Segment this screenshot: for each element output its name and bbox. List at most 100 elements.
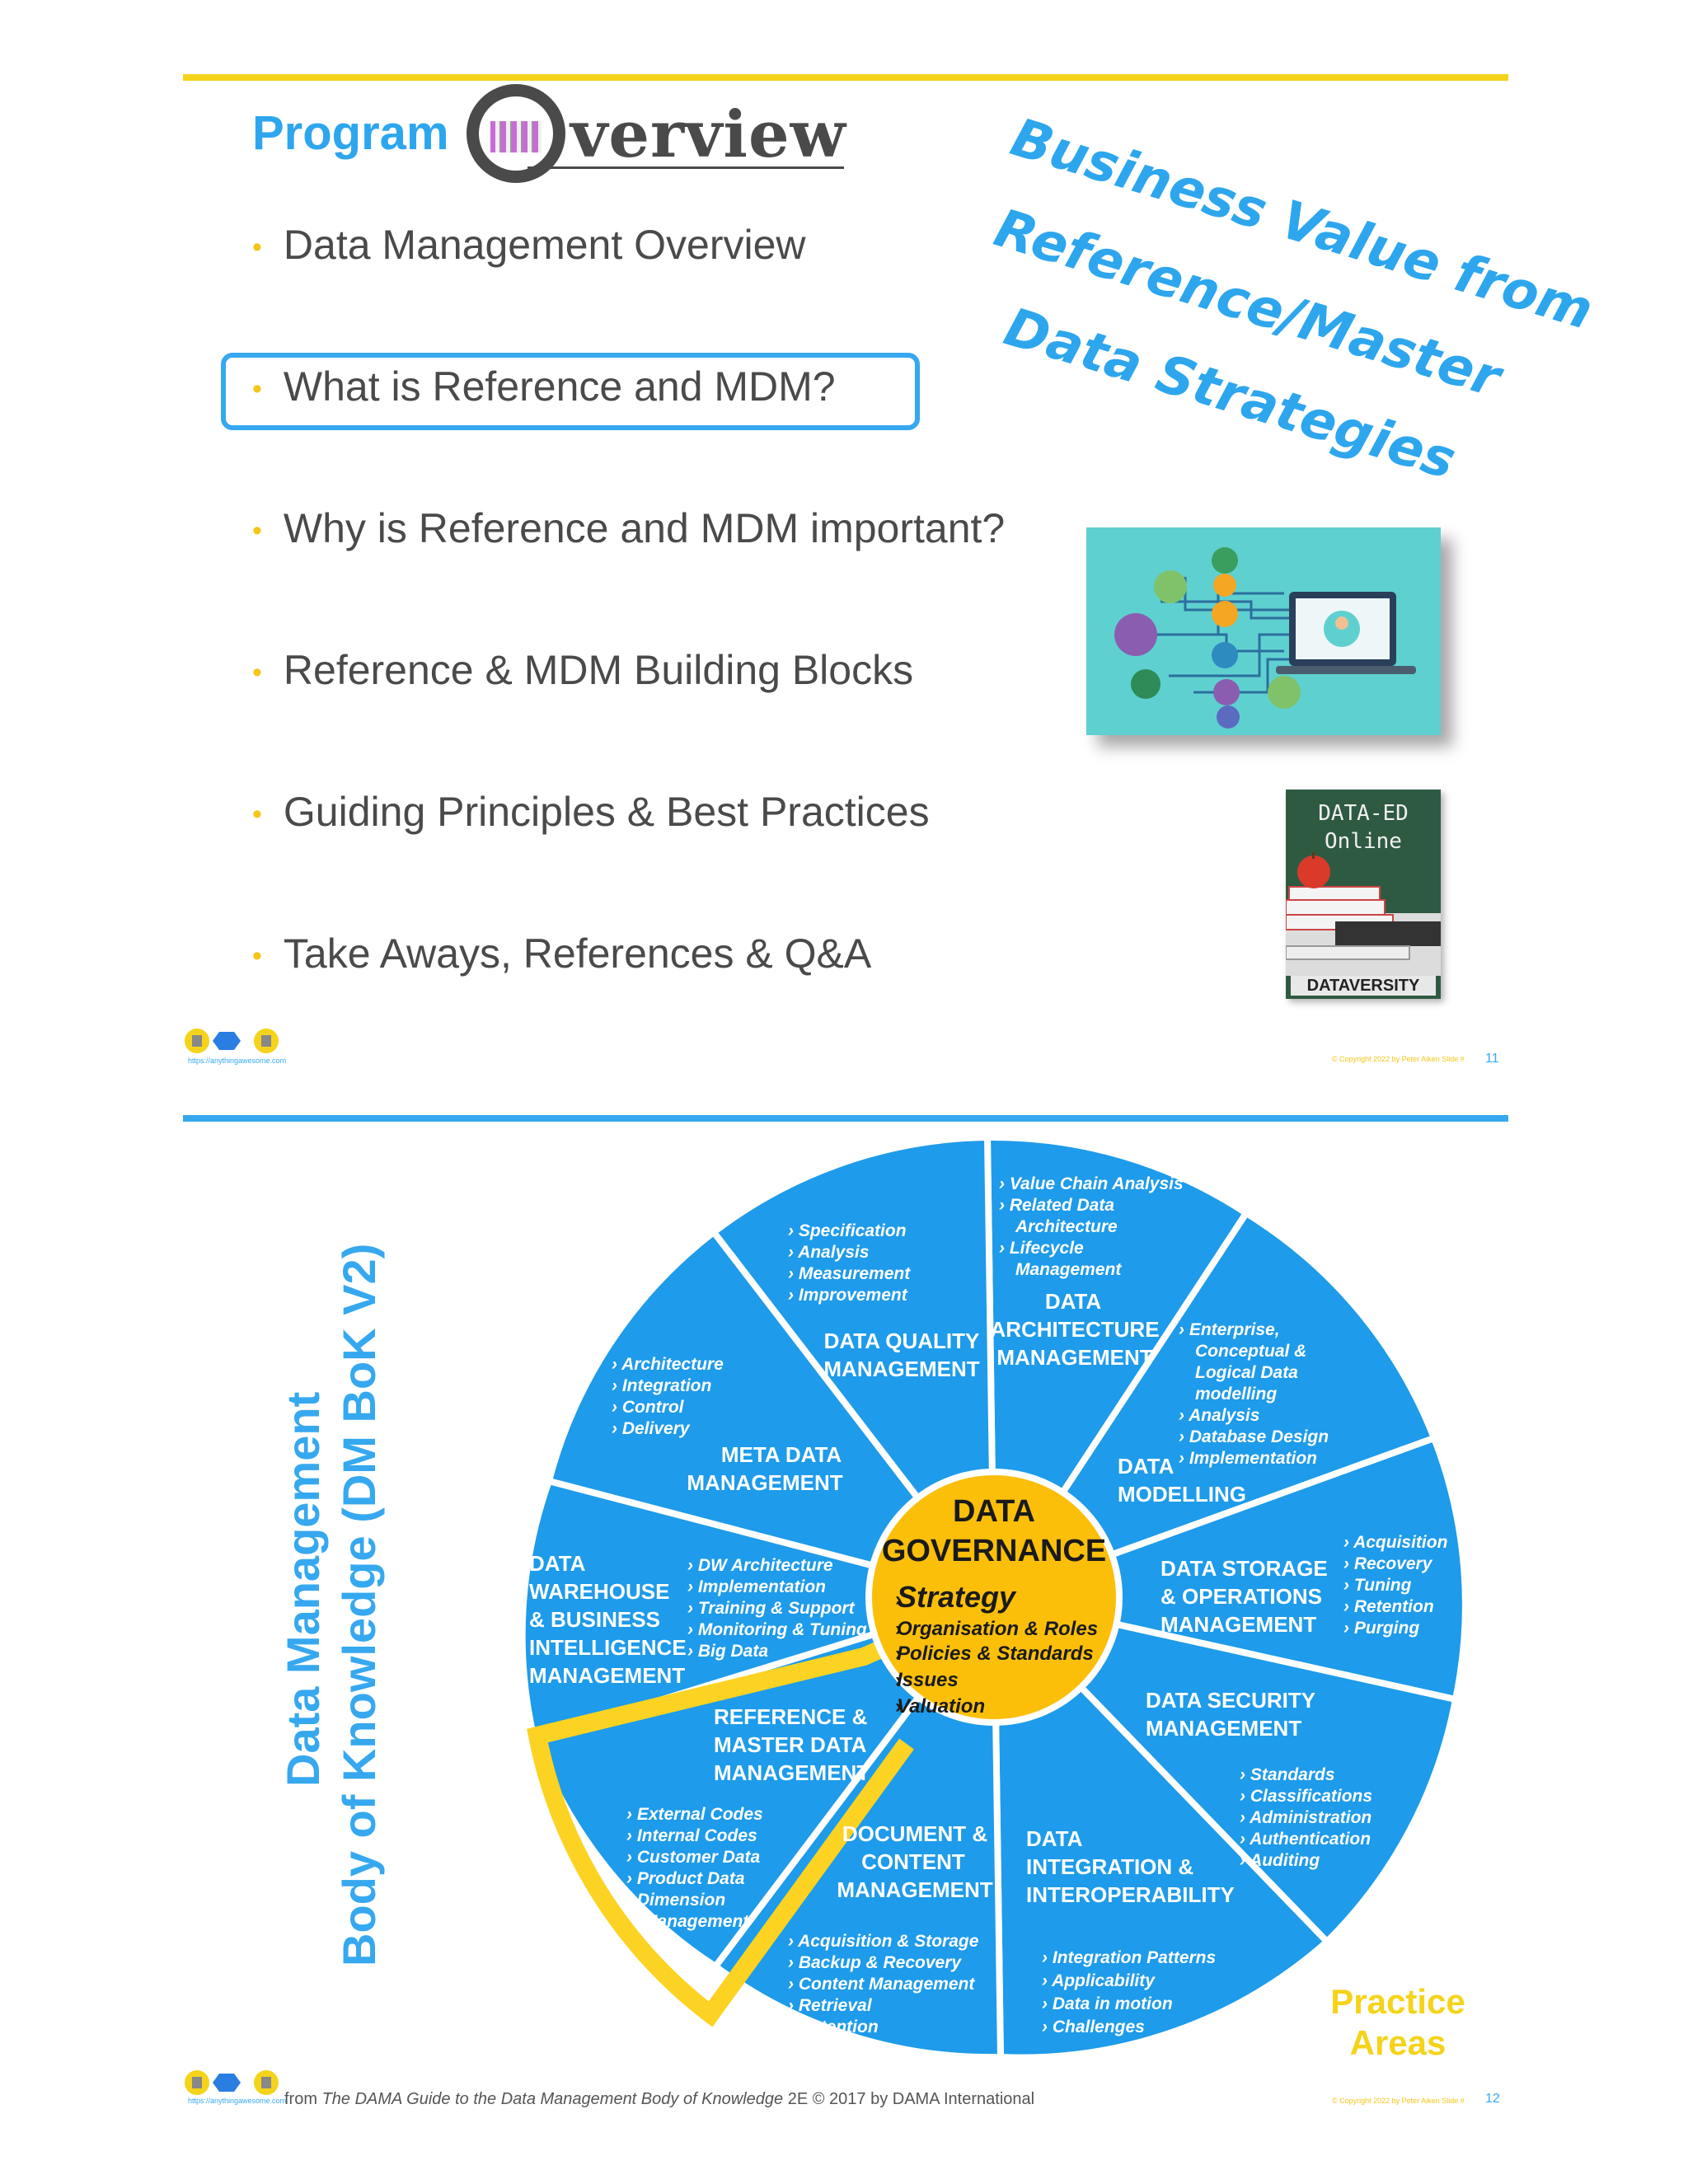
segment-title: INTEROPERABILITY xyxy=(1026,1882,1235,1907)
svg-text:› Enterprise,: › Enterprise, xyxy=(1179,1320,1280,1339)
svg-text:› DW Architecture: › DW Architecture xyxy=(687,1556,833,1575)
segment-item: Standards xyxy=(1250,1765,1335,1784)
svg-text:›: › xyxy=(895,1695,902,1718)
svg-text:› Internal Codes: › Internal Codes xyxy=(626,1826,757,1845)
segment-item: Recovery xyxy=(1354,1554,1433,1573)
svg-text:› Database Design: › Database Design xyxy=(1179,1427,1329,1446)
svg-text:›: › xyxy=(895,1588,902,1610)
title-overview: verview xyxy=(570,97,846,172)
svg-text:› Applicability: › Applicability xyxy=(1042,1971,1156,1990)
segment-item: Training & Support xyxy=(698,1599,856,1618)
segment-title: DATA xyxy=(1026,1826,1083,1851)
segment-item: Improvement xyxy=(799,1286,908,1305)
segment-item: Architecture xyxy=(621,1355,724,1374)
svg-text:› Customer Data: › Customer Data xyxy=(626,1848,761,1867)
segment-item: Database Design xyxy=(1189,1427,1329,1446)
segment-title: INTEGRATION & xyxy=(1026,1854,1193,1879)
segment-item: Retrieval xyxy=(799,1996,873,2015)
center-item: Issues xyxy=(897,1669,959,1691)
svg-text:› Authentication: › Authentication xyxy=(1240,1830,1371,1849)
segment-item: Internal Codes xyxy=(637,1826,757,1845)
svg-text:› Acquisition & Storage: › Acquisition & Storage xyxy=(788,1932,979,1951)
segment-item: Value Chain Analysis xyxy=(1010,1174,1184,1193)
segment-item: Administration xyxy=(1249,1808,1372,1827)
segment-item: Product Data xyxy=(637,1869,745,1888)
segment-item: Implementation xyxy=(698,1577,826,1596)
footer-logo xyxy=(183,1027,280,1055)
svg-text:› Integration Patterns: › Integration Patterns xyxy=(1042,1948,1216,1967)
segment-item: Tuning xyxy=(1354,1576,1412,1595)
segment-title: CONTENT xyxy=(861,1849,965,1874)
slide2-top-rule xyxy=(183,1115,1508,1122)
segment-item: Conceptual & xyxy=(1195,1342,1306,1361)
segment-item: Related Data xyxy=(1010,1196,1115,1215)
segment-title: MANAGEMENT xyxy=(823,1357,979,1381)
segment-item: Management xyxy=(1015,1260,1122,1279)
segment-item: Acquisition xyxy=(1353,1533,1447,1552)
svg-text:› Purging: › Purging xyxy=(1343,1619,1419,1638)
segment-item: Purging xyxy=(1354,1619,1419,1638)
svg-text:›: › xyxy=(895,1618,902,1640)
segment-item: Logical Data xyxy=(1195,1363,1298,1382)
bullet-item: •Why is Reference and MDM important? xyxy=(252,505,1006,551)
center-item: Valuation xyxy=(897,1695,985,1718)
segment-title: MANAGEMENT xyxy=(996,1345,1152,1370)
dmbok-wheel: DATA GOVERNANCE Strategy Organisation & … xyxy=(518,1133,1469,2061)
segment-item: Backup & Recovery xyxy=(799,1953,963,1972)
segment-item: Auditing xyxy=(1249,1851,1320,1870)
title-underline xyxy=(528,166,844,169)
svg-text:› Backup & Recovery: › Backup & Recovery xyxy=(788,1953,962,1972)
vertical-title: Data Management xyxy=(277,1391,329,1787)
svg-text:› Implementation: › Implementation xyxy=(687,1577,826,1596)
segment-title: MANAGEMENT xyxy=(714,1760,870,1785)
segment-item: Delivery xyxy=(622,1419,691,1438)
segment-title: MANAGEMENT xyxy=(837,1877,992,1902)
segment-item: Retention xyxy=(799,2018,879,2036)
highlight-box xyxy=(221,353,920,430)
vertical-title: Body of Knowledge (DM BoK V2) xyxy=(333,1243,385,1966)
segment-item: Integration xyxy=(622,1376,712,1395)
center-item: Strategy xyxy=(897,1580,1017,1614)
segment-title: INTELLIGENCE xyxy=(529,1635,687,1660)
segment-title: MANAGEMENT xyxy=(1146,1716,1301,1741)
segment-item: Customer Data xyxy=(637,1848,761,1867)
segment-title: META DATA xyxy=(721,1442,842,1467)
svg-text:› Challenges: › Challenges xyxy=(1042,2018,1145,2036)
segment-item: Monitoring & Tuning xyxy=(698,1620,867,1639)
svg-text:›: › xyxy=(895,1643,902,1665)
segment-title: MODELLING xyxy=(1118,1482,1246,1507)
segment-title: & OPERATIONS xyxy=(1160,1584,1322,1609)
svg-text:› Implementation: › Implementation xyxy=(1179,1449,1317,1468)
svg-text:› Classifications: › Classifications xyxy=(1240,1787,1372,1806)
segment-item: Classifications xyxy=(1250,1787,1372,1806)
footer-logo xyxy=(183,2069,280,2097)
svg-text:› Standards: › Standards xyxy=(1240,1765,1335,1784)
copyright-text: © Copyright 2022 by Peter Aiken Slide # xyxy=(1332,1055,1465,1063)
segment-title: DATA STORAGE xyxy=(1160,1556,1328,1581)
segment-item: Integration Patterns xyxy=(1053,1948,1216,1967)
bullet-item: •What is Reference and MDM? xyxy=(252,363,836,410)
bullet-item: •Take Aways, References & Q&A xyxy=(252,930,872,977)
svg-text:› Related Data: › Related Data xyxy=(999,1196,1114,1215)
segment-title: DOCUMENT & xyxy=(842,1821,987,1846)
dataversity-logo: DATAVERSITY xyxy=(1291,976,1436,996)
svg-text:› Integration: › Integration xyxy=(612,1376,711,1395)
source-note: from The DAMA Guide to the Data Manageme… xyxy=(284,2090,1035,2108)
segment-title: DATA QUALITY xyxy=(824,1329,980,1353)
bullet-item: •Guiding Principles & Best Practices xyxy=(252,789,930,835)
segment-item: Data in motion xyxy=(1053,1994,1173,2013)
svg-text:› Architecture: › Architecture xyxy=(612,1355,724,1374)
title-program: Program xyxy=(252,106,449,160)
segment-item: Management xyxy=(643,1912,749,1931)
svg-text:› Administration: › Administration xyxy=(1240,1808,1372,1827)
practice-areas-label: Practice Areas xyxy=(1330,1982,1465,2062)
segment-item: modelling xyxy=(1195,1385,1277,1404)
chalkboard-line: DATA-ED xyxy=(1318,801,1409,826)
segment-title: REFERENCE & xyxy=(714,1704,867,1729)
svg-text:› Dimension: › Dimension xyxy=(626,1891,725,1910)
segment-item: Specification xyxy=(799,1221,907,1240)
center-title: GOVERNANCE xyxy=(882,1534,1106,1568)
page-number: 11 xyxy=(1485,1052,1499,1066)
center-item: Policies & Standards xyxy=(897,1643,1094,1665)
segment-item: Retention xyxy=(1354,1597,1434,1616)
